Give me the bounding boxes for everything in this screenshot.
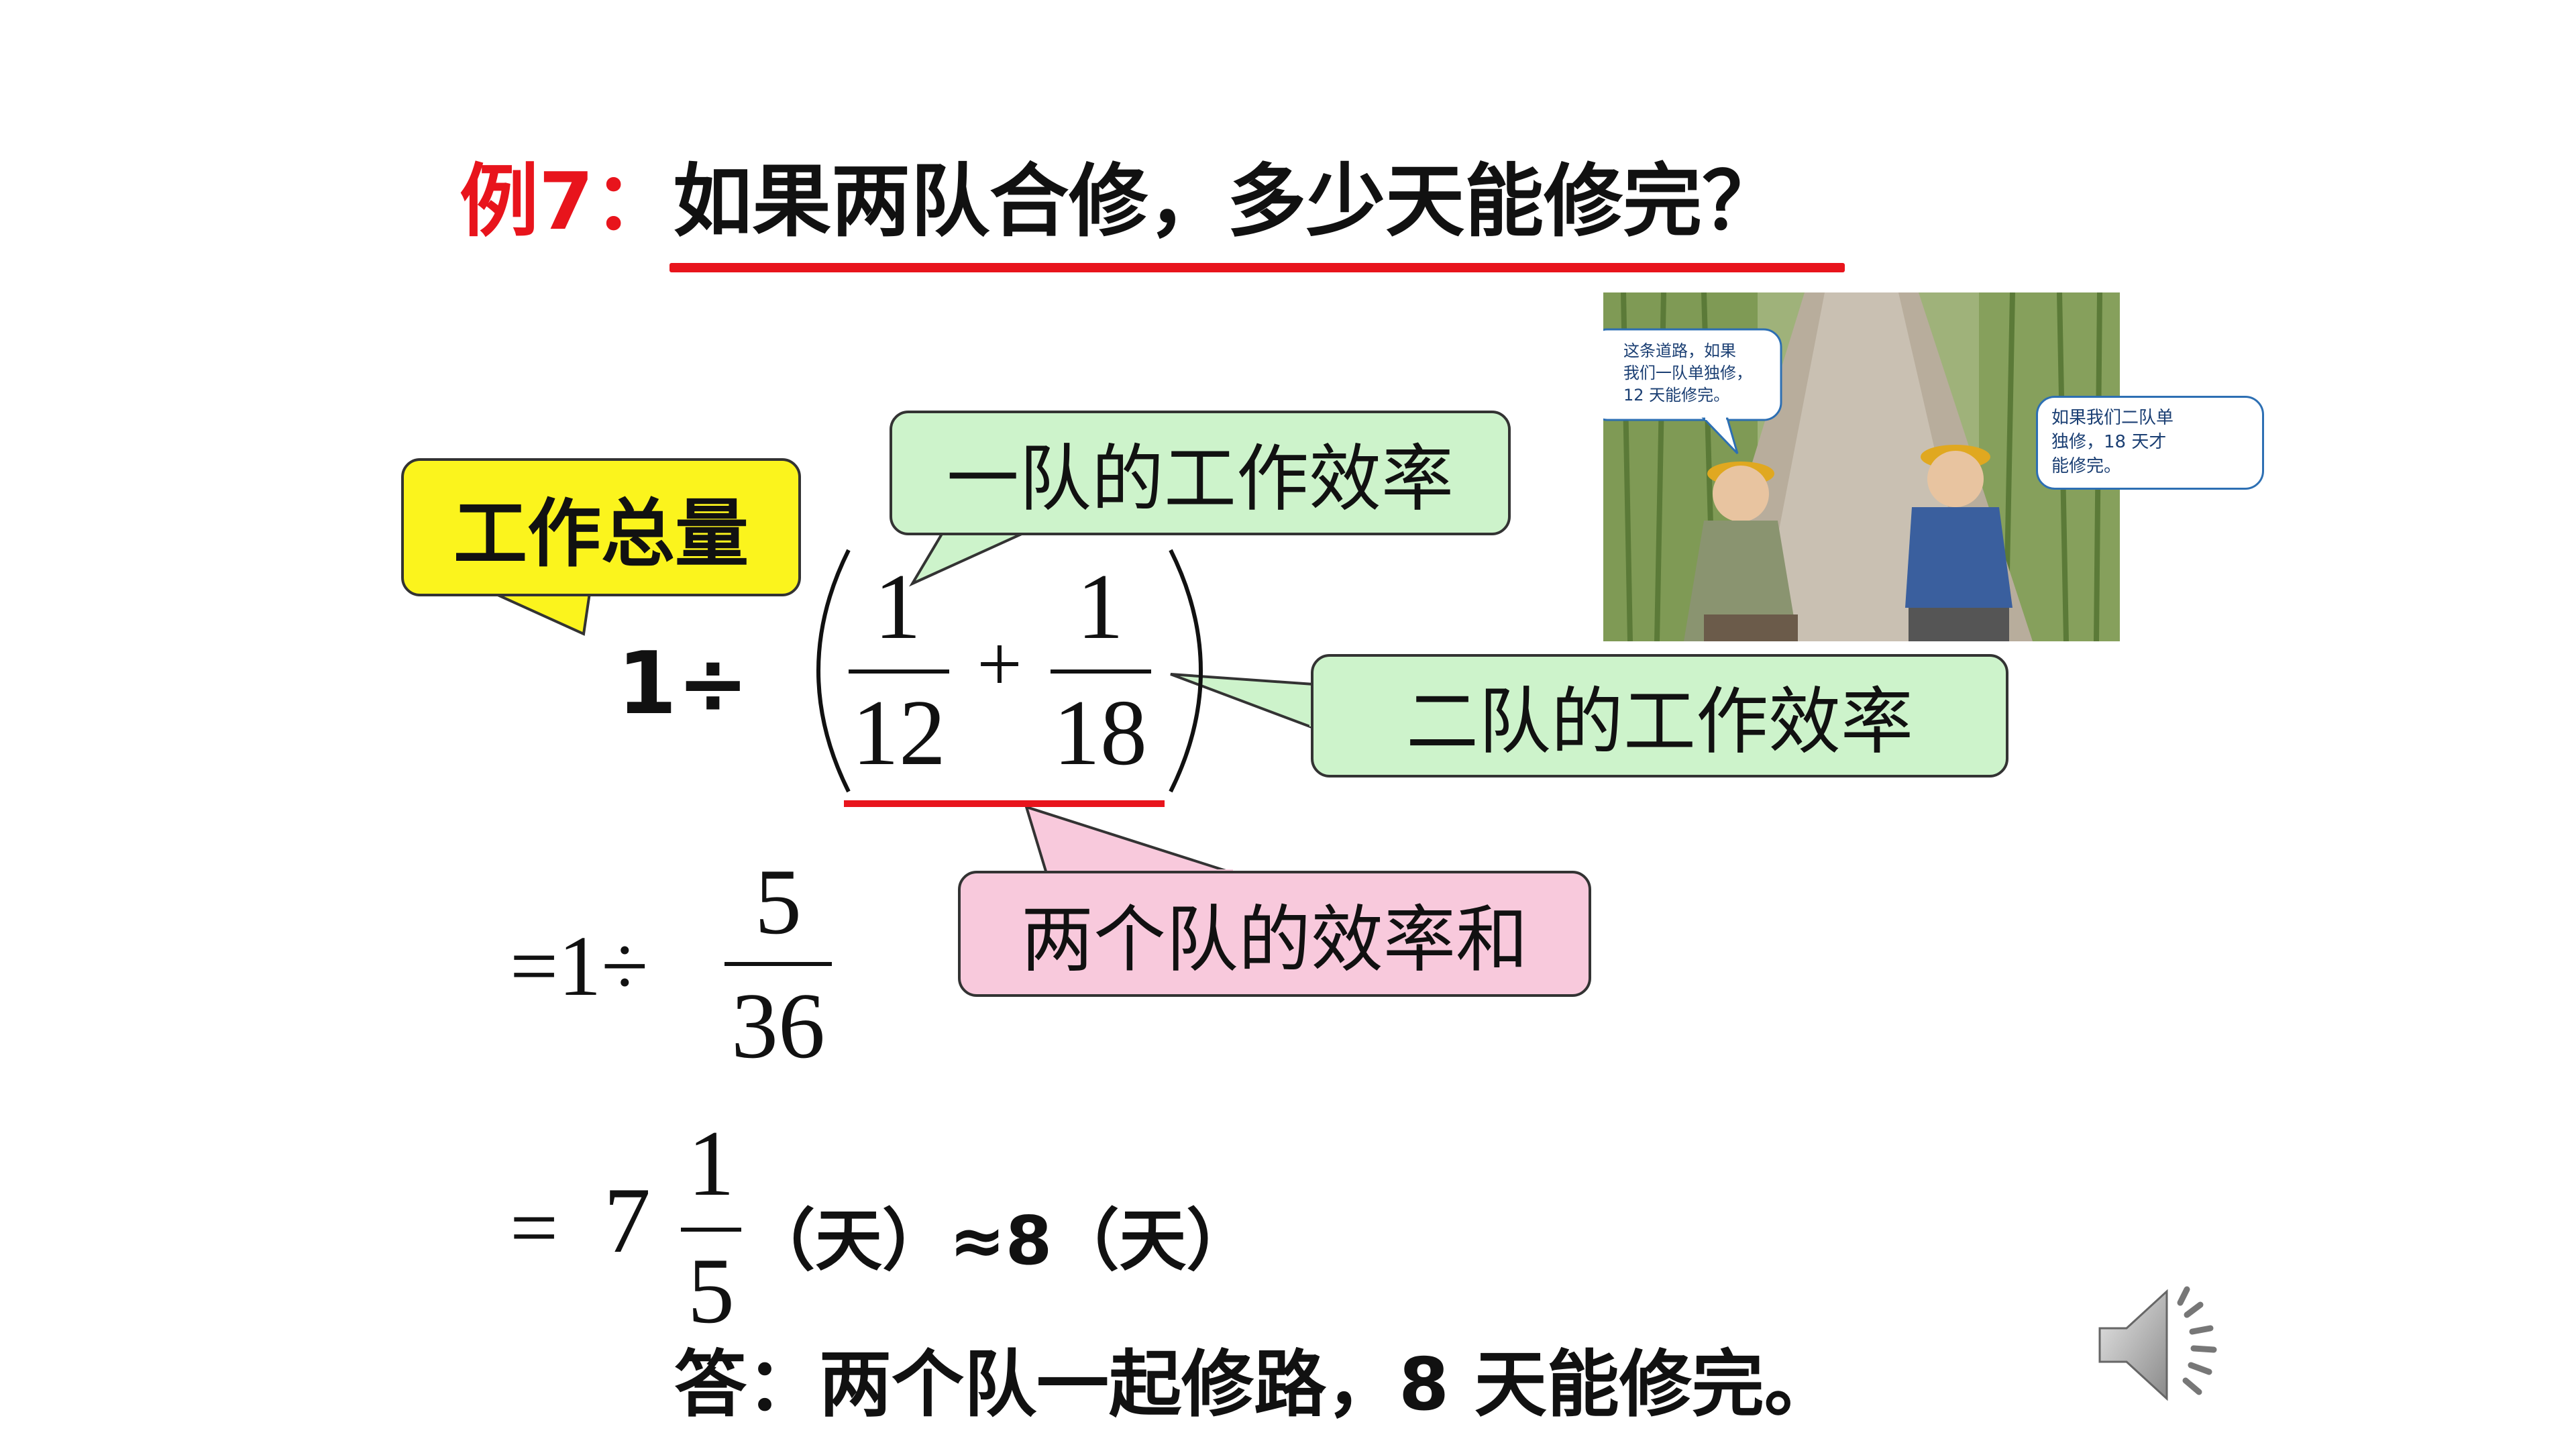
illustration-svg: 这条道路，如果 我们一队单独修， 12 天能修完。 bbox=[1603, 292, 2120, 641]
answer-text: 答：两个队一起修路，8 天能修完。 bbox=[674, 1343, 1837, 1427]
frac2-denominator: 18 bbox=[1053, 681, 1147, 785]
speaker-icon[interactable] bbox=[2086, 1275, 2234, 1415]
example-label: 例7： bbox=[460, 155, 674, 248]
eff2-tail bbox=[1170, 673, 1315, 730]
bubble2-line2: 独修，18 天才 bbox=[2051, 432, 2167, 452]
line3-equals: = bbox=[510, 1180, 559, 1275]
line2-denominator: 36 bbox=[731, 974, 825, 1078]
callout-total-work-text: 工作总量 bbox=[453, 491, 749, 577]
callout-team1-text: 一队的工作效率 bbox=[946, 437, 1454, 521]
line3-numerator: 1 bbox=[688, 1112, 735, 1216]
frac2-bar bbox=[1051, 669, 1151, 674]
workers-illustration: 这条道路，如果 我们一队单独修， 12 天能修完。 bbox=[1603, 292, 2120, 641]
callout-team2-efficiency: 二队的工作效率 bbox=[1311, 654, 2008, 777]
line3-bar bbox=[681, 1228, 741, 1232]
right-paren bbox=[1169, 549, 1203, 793]
callout-sum-efficiency: 两个队的效率和 bbox=[958, 871, 1591, 997]
page-title: 例7：如果两队合修，多少天能修完？ bbox=[460, 144, 1781, 258]
bubble2-line1: 如果我们二队单 bbox=[2051, 408, 2174, 428]
frac2-numerator: 1 bbox=[1077, 555, 1124, 659]
question-text: 如果两队合修，多少天能修完？ bbox=[673, 155, 1782, 248]
bubble2: 如果我们二队单 独修，18 天才 能修完。 bbox=[2036, 396, 2264, 490]
frac1-bar bbox=[849, 669, 949, 674]
left-paren bbox=[816, 549, 851, 793]
frac1-denominator: 12 bbox=[852, 681, 946, 785]
sum-tail bbox=[1024, 804, 1235, 875]
bubble1-line3: 12 天能修完。 bbox=[1623, 386, 1729, 405]
line3-suffix: （天）≈8（天） bbox=[748, 1201, 1254, 1280]
callout-total-work: 工作总量 bbox=[401, 458, 801, 596]
callout-sum-text: 两个队的效率和 bbox=[1020, 898, 1528, 982]
line2-bar bbox=[724, 962, 832, 966]
line1-prefix: 1÷ bbox=[617, 634, 749, 734]
line2-prefix: =1÷ bbox=[510, 918, 649, 1014]
title-underline bbox=[669, 263, 1845, 272]
bubble1-line1: 这条道路，如果 bbox=[1623, 341, 1736, 360]
bubble2-line3: 能修完。 bbox=[2051, 456, 2122, 476]
callout-team2-text: 二队的工作效率 bbox=[1405, 680, 1913, 764]
callout-team1-efficiency: 一队的工作效率 bbox=[890, 411, 1511, 535]
sum-underline bbox=[844, 800, 1165, 807]
plus-sign: + bbox=[977, 619, 1022, 708]
line2-numerator: 5 bbox=[755, 850, 802, 954]
line3-denominator: 5 bbox=[688, 1239, 735, 1343]
line3-whole: 7 bbox=[604, 1169, 651, 1273]
frac1-numerator: 1 bbox=[874, 555, 921, 659]
bubble1-line2: 我们一队单独修， bbox=[1623, 364, 1752, 382]
